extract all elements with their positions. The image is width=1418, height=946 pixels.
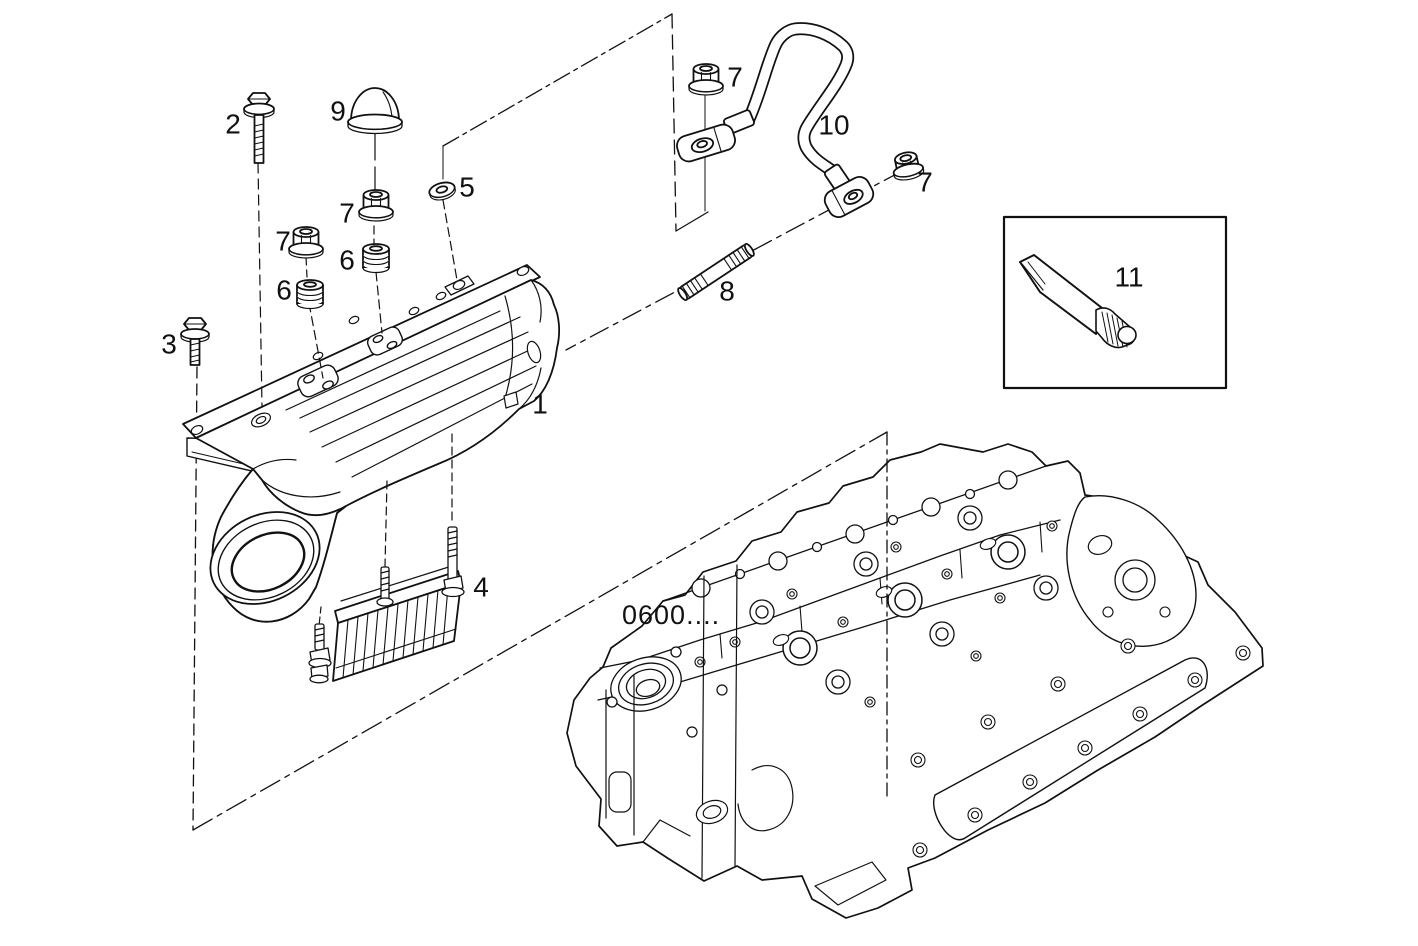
callout-7-c: 7 (727, 61, 743, 93)
sealant-kit-box (1002, 215, 1228, 390)
callout-7-d: 7 (917, 166, 933, 198)
callout-1: 1 (532, 388, 548, 420)
flange-nut-7-cable-upper (688, 63, 724, 96)
ground-cable-10 (676, 22, 875, 219)
callout-7-a: 7 (339, 197, 355, 229)
callout-2: 2 (225, 108, 241, 140)
intake-manifold-1 (182, 264, 561, 623)
cylinder-head-0600 (566, 443, 1264, 919)
bolt-3 (180, 317, 210, 366)
callout-4: 4 (473, 571, 489, 603)
callout-11: 11 (1114, 261, 1144, 293)
callout-8: 8 (719, 275, 735, 307)
callout-3: 3 (161, 328, 177, 360)
assembly-centerlines (257, 131, 458, 627)
sealant-tube-11 (1019, 254, 1137, 349)
stud-8 (677, 242, 755, 302)
callout-6-b: 6 (276, 274, 292, 306)
bolt-2 (243, 92, 275, 164)
heater-element-4 (308, 526, 465, 684)
flange-nut-7-left-stack (288, 226, 324, 259)
flange-nut-7-cable-right (892, 151, 925, 181)
callout-10: 10 (818, 109, 850, 141)
callout-9: 9 (330, 95, 346, 127)
flange-nut-7-right-stack (358, 189, 394, 222)
callout-6-a: 6 (339, 244, 355, 276)
reference-code-0600: 0600.... (622, 599, 721, 630)
grommet-6-left-stack (296, 279, 324, 310)
washer-5 (428, 181, 456, 201)
callout-7-b: 7 (275, 225, 291, 257)
dome-cap-9 (347, 87, 403, 135)
callout-5: 5 (459, 171, 475, 203)
grommet-6-right-stack (362, 243, 390, 274)
